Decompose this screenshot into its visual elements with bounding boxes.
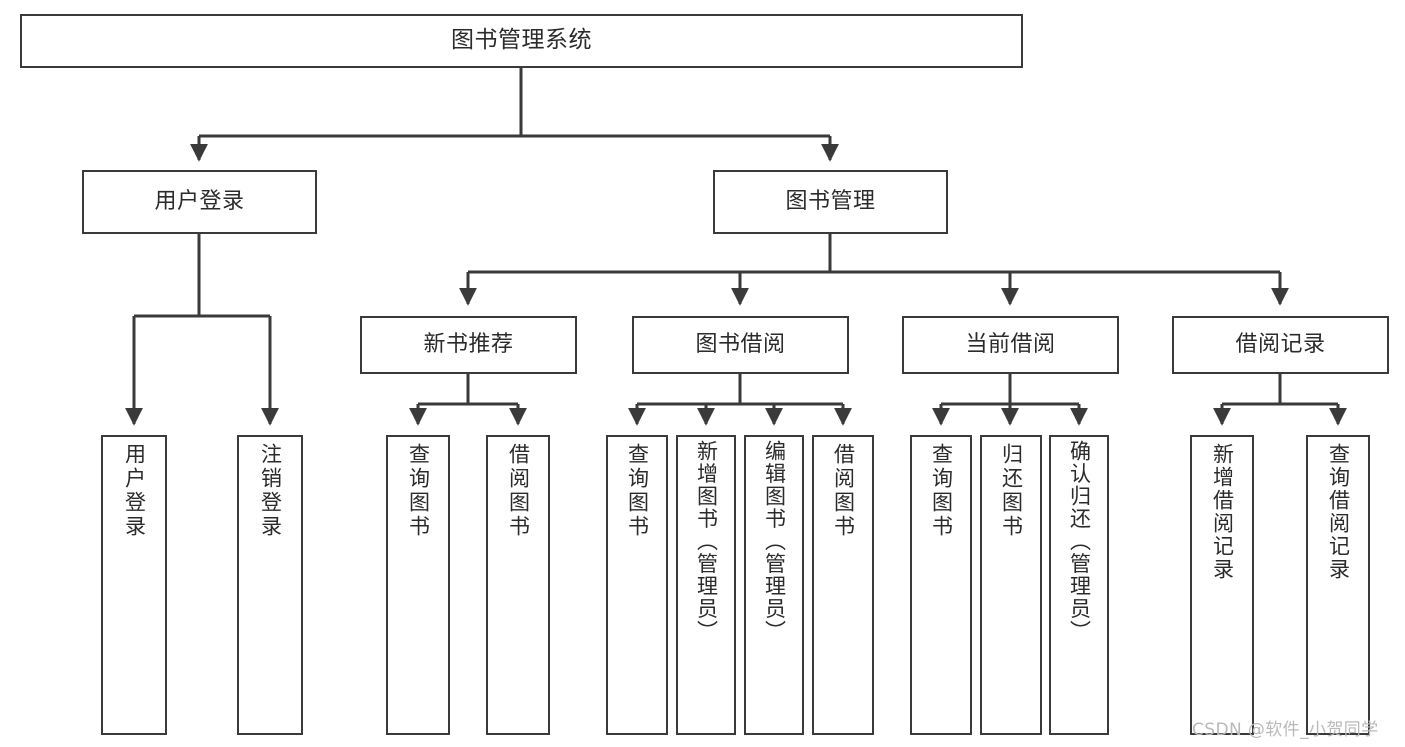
leaf-query-book-borrow[interactable]: 查询图书 bbox=[606, 435, 668, 735]
node-label: 借阅图书 bbox=[506, 443, 531, 539]
node-label: 编辑图书（管理员） bbox=[762, 440, 787, 643]
leaf-confirm-return-admin[interactable]: 确认归还（管理员） bbox=[1049, 435, 1109, 735]
leaf-add-book-admin[interactable]: 新增图书（管理员） bbox=[676, 435, 736, 735]
node-label: 查询图书 bbox=[625, 443, 650, 539]
node-root-system[interactable]: 图书管理系统 bbox=[20, 14, 1023, 68]
node-label: 归还图书 bbox=[999, 443, 1024, 539]
leaf-add-borrow-record[interactable]: 新增借阅记录 bbox=[1190, 435, 1254, 735]
node-label: 用户登录 bbox=[154, 189, 245, 215]
csdn-watermark: CSDN @软件_小贺同学 bbox=[1192, 720, 1379, 740]
node-label: 查询图书 bbox=[406, 443, 431, 539]
node-label: 图书管理系统 bbox=[451, 27, 592, 54]
node-label: 新增图书（管理员） bbox=[694, 440, 719, 643]
node-label: 新增借阅记录 bbox=[1210, 443, 1235, 581]
leaf-borrow-book-newbook[interactable]: 借阅图书 bbox=[486, 435, 550, 735]
leaf-query-book-newbook[interactable]: 查询图书 bbox=[386, 435, 450, 735]
node-label: 借阅图书 bbox=[831, 443, 856, 539]
node-label: 确认归还（管理员） bbox=[1067, 440, 1092, 643]
leaf-return-book[interactable]: 归还图书 bbox=[980, 435, 1042, 735]
node-label: 新书推荐 bbox=[423, 332, 514, 358]
node-borrow-records[interactable]: 借阅记录 bbox=[1172, 316, 1389, 374]
node-label: 查询借阅记录 bbox=[1326, 443, 1351, 581]
node-label: 注销登录 bbox=[258, 443, 283, 539]
node-label: 用户登录 bbox=[122, 443, 147, 539]
node-label: 查询图书 bbox=[929, 443, 954, 539]
node-label: 图书管理 bbox=[785, 189, 876, 215]
node-book-borrow[interactable]: 图书借阅 bbox=[632, 316, 849, 374]
node-label: 借阅记录 bbox=[1235, 332, 1326, 358]
leaf-logout[interactable]: 注销登录 bbox=[237, 435, 303, 735]
node-label: 当前借阅 bbox=[965, 332, 1056, 358]
node-new-book-recommend[interactable]: 新书推荐 bbox=[360, 316, 577, 374]
node-book-management[interactable]: 图书管理 bbox=[713, 170, 948, 234]
leaf-query-borrow-record[interactable]: 查询借阅记录 bbox=[1306, 435, 1370, 735]
node-user-login[interactable]: 用户登录 bbox=[82, 170, 317, 234]
leaf-query-book-current[interactable]: 查询图书 bbox=[910, 435, 972, 735]
node-label: 图书借阅 bbox=[695, 332, 786, 358]
leaf-edit-book-admin[interactable]: 编辑图书（管理员） bbox=[744, 435, 804, 735]
leaf-user-login[interactable]: 用户登录 bbox=[101, 435, 167, 735]
leaf-borrow-book-borrow[interactable]: 借阅图书 bbox=[812, 435, 874, 735]
node-current-borrow[interactable]: 当前借阅 bbox=[902, 316, 1119, 374]
